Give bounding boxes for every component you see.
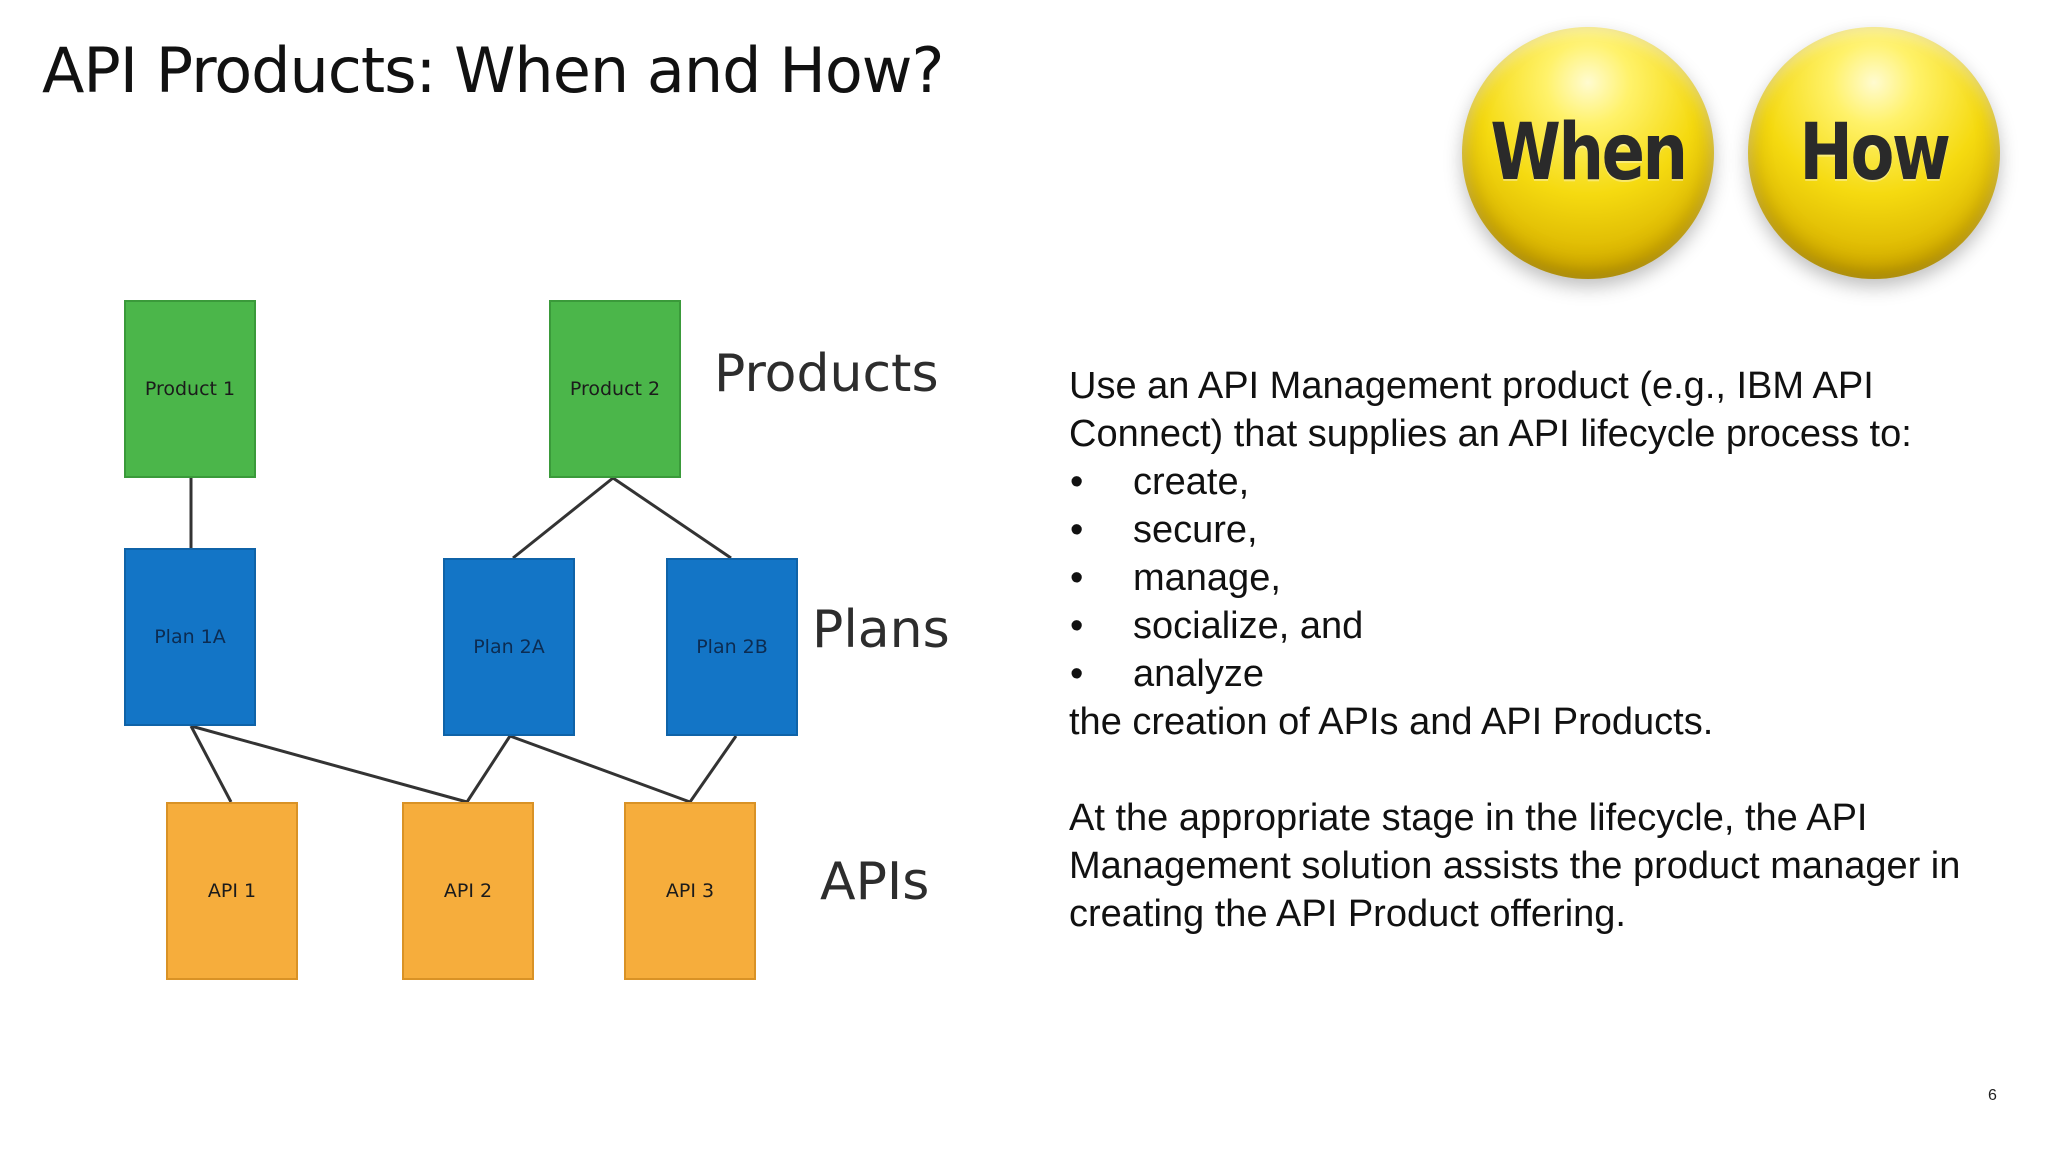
plan-2a-box: Plan 2A bbox=[443, 558, 575, 736]
how-badge: How bbox=[1748, 27, 2000, 279]
connector-plan1a-api1 bbox=[189, 725, 233, 803]
api-3-label: API 3 bbox=[665, 880, 715, 902]
bullet-item: manage, bbox=[1069, 554, 1999, 602]
api-1-label: API 1 bbox=[207, 880, 257, 902]
connector-product2-plan2a bbox=[512, 476, 614, 560]
plan-2b-label: Plan 2B bbox=[696, 636, 768, 658]
plan-2b-box: Plan 2B bbox=[666, 558, 798, 736]
connector-plan1a-api2 bbox=[190, 724, 468, 804]
bullet-item: analyze bbox=[1069, 650, 1999, 698]
connector-plan2a-api2 bbox=[465, 735, 512, 803]
bullet-item: socialize, and bbox=[1069, 602, 1999, 650]
product-2-label: Product 2 bbox=[569, 378, 661, 400]
lifecycle-bullet-list: create, secure, manage, socialize, and a… bbox=[1069, 458, 1999, 698]
api-3-box: API 3 bbox=[624, 802, 756, 980]
product-1-box: Product 1 bbox=[124, 300, 256, 478]
plan-2a-label: Plan 2A bbox=[473, 636, 545, 658]
api-2-label: API 2 bbox=[443, 880, 493, 902]
product-plan-api-diagram: Product 1 Product 2 Products Plan 1A Pla… bbox=[100, 290, 980, 1010]
body-text: Use an API Management product (e.g., IBM… bbox=[1069, 362, 1999, 938]
connector-product2-plan2b bbox=[612, 476, 732, 560]
api-2-box: API 2 bbox=[402, 802, 534, 980]
how-badge-label: How bbox=[1799, 108, 1951, 198]
lifecycle-paragraph: At the appropriate stage in the lifecycl… bbox=[1069, 797, 1961, 935]
page-title: API Products: When and How? bbox=[42, 34, 944, 107]
plan-1a-box: Plan 1A bbox=[124, 548, 256, 726]
bullet-item: secure, bbox=[1069, 506, 1999, 554]
when-badge: When bbox=[1462, 27, 1714, 279]
product-2-box: Product 2 bbox=[549, 300, 681, 478]
product-1-label: Product 1 bbox=[144, 378, 236, 400]
apis-level-label: APIs bbox=[820, 852, 930, 912]
products-level-label: Products bbox=[714, 344, 939, 404]
connector-plan2a-api3 bbox=[509, 734, 691, 804]
connector-plan2b-api3 bbox=[688, 735, 738, 803]
plans-level-label: Plans bbox=[812, 600, 950, 660]
plan-1a-label: Plan 1A bbox=[154, 626, 226, 648]
after-bullets-text: the creation of APIs and API Products. bbox=[1069, 701, 1714, 743]
diagram-connectors bbox=[189, 476, 738, 804]
paragraph-spacer bbox=[1069, 746, 1999, 794]
api-1-box: API 1 bbox=[166, 802, 298, 980]
intro-text: Use an API Management product (e.g., IBM… bbox=[1069, 365, 1912, 455]
page-number: 6 bbox=[1988, 1087, 1997, 1104]
bullet-item: create, bbox=[1069, 458, 1999, 506]
when-badge-label: When bbox=[1490, 108, 1688, 198]
